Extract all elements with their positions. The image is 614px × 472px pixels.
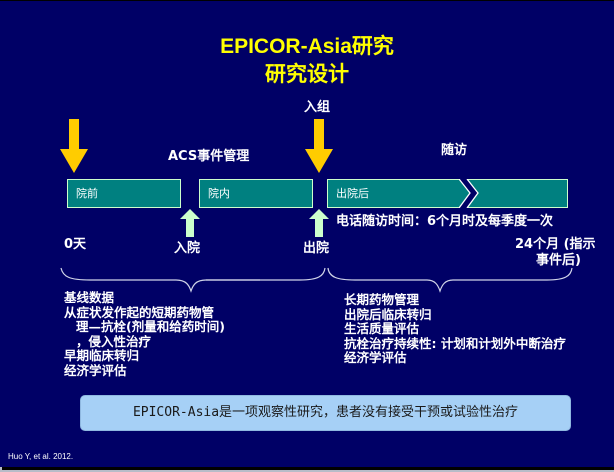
slide-title: EPICOR-Asia研究 bbox=[220, 35, 394, 58]
phase-postdischarge-label: 出院后 bbox=[336, 187, 369, 200]
bottom-edge-line bbox=[0, 470, 614, 472]
month24-label-line1: 24个月 (指示 bbox=[515, 237, 596, 252]
left-brace-right-half bbox=[206, 267, 326, 281]
enrollment-arrow-icon bbox=[305, 119, 333, 173]
list-item: 经济学评估 bbox=[64, 362, 127, 378]
baseline-data-list: 基线数据 从症状发作起的短期药物管 理—抗栓(剂量和给药时间) ，侵入性治疗 早… bbox=[64, 290, 225, 378]
list-item: 抗栓治疗持续性: 计划和计划外中断治疗 bbox=[344, 335, 566, 351]
phase-prehospital: 院前 bbox=[67, 179, 181, 208]
left-brace-icon bbox=[60, 267, 260, 293]
list-item: 理—抗栓(剂量和给药时间) bbox=[76, 319, 225, 334]
slide-subtitle: 研究设计 bbox=[265, 63, 349, 86]
citation: Huo Y, et al. 2012. bbox=[8, 452, 74, 461]
day0-label: 0天 bbox=[64, 237, 87, 252]
window-bottom-edge bbox=[0, 467, 614, 472]
phone-followup-text: 电话随访时间：6个月时及每季度一次 bbox=[336, 214, 554, 229]
list-item: 长期药物管理 bbox=[344, 292, 420, 307]
discharge-arrow-icon bbox=[309, 209, 329, 237]
discharge-label: 出院 bbox=[303, 241, 330, 256]
month24-label-line2: 事件后) bbox=[536, 253, 581, 268]
start-arrow-icon bbox=[60, 119, 88, 173]
list-item: 早期临床转归 bbox=[64, 348, 140, 363]
followup-label: 随访 bbox=[441, 143, 468, 158]
list-item: 基线数据 bbox=[64, 290, 115, 305]
list-item: ，侵入性治疗 bbox=[76, 333, 152, 349]
list-item: 出院后临床转归 bbox=[344, 306, 432, 322]
phase-postdischarge: 出院后 bbox=[327, 179, 568, 208]
right-brace-icon bbox=[327, 267, 573, 293]
list-item: 经济学评估 bbox=[344, 350, 407, 365]
followup-data-list: 长期药物管理 出院后临床转归 生活质量评估 抗栓治疗持续性: 计划和计划外中断治… bbox=[344, 292, 566, 366]
acs-management-label: ACS事件管理 bbox=[168, 149, 250, 164]
timeline-break-icon bbox=[459, 179, 479, 208]
list-item: 从症状发作起的短期药物管 bbox=[64, 304, 215, 320]
enrollment-label: 入组 bbox=[304, 100, 331, 115]
phase-inhospital: 院内 bbox=[199, 179, 313, 208]
bottom-edge-corner bbox=[0, 467, 2, 472]
admission-arrow-icon bbox=[180, 209, 200, 237]
list-item: 生活质量评估 bbox=[344, 321, 420, 336]
admission-label: 入院 bbox=[174, 241, 201, 256]
observational-study-note: EPICOR-Asia是一项观察性研究，患者没有接受干预或试验性治疗 bbox=[80, 395, 571, 431]
